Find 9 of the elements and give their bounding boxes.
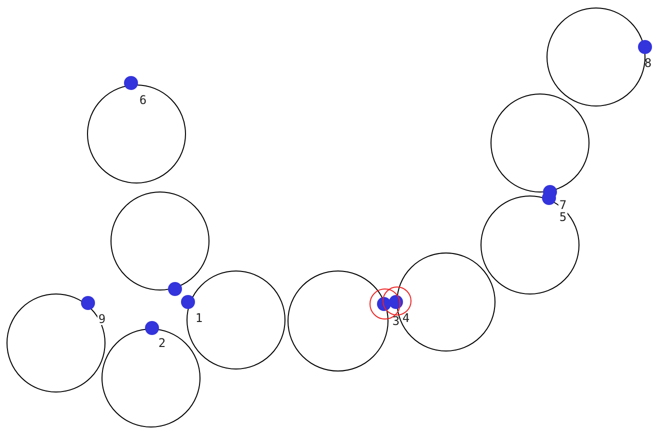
callout-number: 2 — [158, 337, 166, 349]
callout-number: 3 — [392, 315, 400, 327]
callout-number: 4 — [402, 312, 410, 324]
callout-number: 8 — [644, 57, 652, 69]
callout-number: 9 — [97, 313, 107, 325]
callout-number: 6 — [139, 94, 147, 106]
callout-number: 1 — [195, 312, 203, 324]
callout-number: 5 — [558, 211, 568, 223]
callout-number: 7 — [558, 199, 568, 211]
